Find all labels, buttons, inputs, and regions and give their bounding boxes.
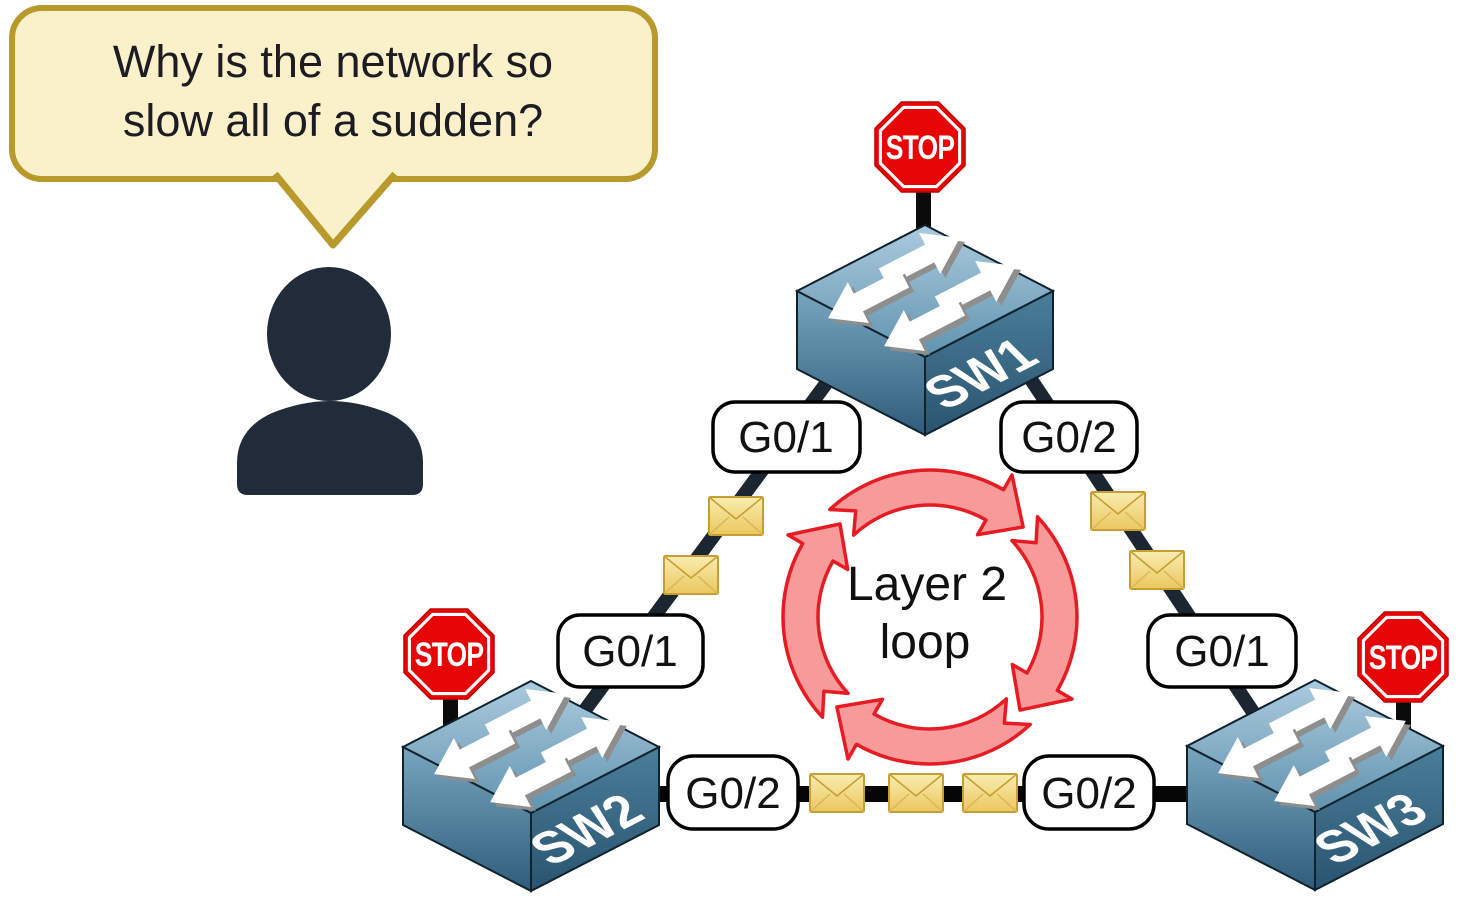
stop-pole-sw1: [916, 186, 931, 236]
loop-label-line2: loop: [880, 616, 971, 669]
port-label-sw2-g02: G0/2: [666, 754, 800, 831]
stop-sign-sw2: STOP: [402, 607, 496, 701]
port-label-text: G0/1: [1174, 627, 1269, 676]
envelope-frame-icon: [809, 773, 865, 813]
envelope-frame-icon: [708, 496, 764, 536]
switch-sw2: SW2: [403, 673, 659, 891]
stop-sign-text: STOP: [1369, 639, 1438, 677]
speech-bubble-tail: [272, 171, 398, 249]
stop-sign-text: STOP: [886, 129, 955, 167]
speech-bubble-text-line2: slow all of a sudden?: [123, 95, 543, 146]
speech-bubble: Why is the network so slow all of a sudd…: [9, 5, 658, 249]
loop-label-line1: Layer 2: [847, 558, 1007, 611]
layer2-loop: Layer 2 loop: [781, 468, 1079, 766]
network-switch-icon: [403, 673, 659, 891]
port-label-text: G0/1: [738, 413, 833, 462]
speech-bubble-body: [9, 5, 658, 182]
port-labels: G0/1 G0/2 G0/1 G0/2 G0/2 G0/1: [556, 400, 1298, 831]
stop-sign-text: STOP: [415, 636, 484, 674]
speech-bubble-text-line1: Why is the network so: [113, 36, 553, 87]
envelope-frame-icon: [888, 773, 944, 813]
port-label-sw2-g01: G0/1: [556, 613, 705, 689]
person-icon: [237, 267, 423, 495]
envelope-frame-icon: [663, 555, 719, 595]
envelope-frame-icon: [1129, 550, 1185, 590]
stop-sign-sw1: STOP: [873, 100, 967, 194]
loop-arrow-top: [828, 468, 1025, 537]
envelope-frame-icon: [1090, 491, 1146, 531]
stop-sign-sw3: STOP: [1356, 610, 1450, 704]
port-label-sw3-g01: G0/1: [1146, 613, 1298, 689]
port-label-text: G0/1: [582, 627, 677, 676]
port-label-text: G0/2: [1021, 413, 1116, 462]
loop-arrow-right: [1010, 515, 1079, 712]
port-label-sw3-g02: G0/2: [1022, 754, 1156, 831]
port-label-text: G0/2: [685, 769, 780, 818]
port-label-sw1-g02: G0/2: [999, 400, 1139, 474]
envelope-frame-icon: [962, 773, 1018, 813]
person-head: [267, 267, 391, 401]
port-label-text: G0/2: [1041, 769, 1136, 818]
person-body: [237, 401, 423, 495]
loop-arrow-left: [781, 522, 850, 719]
port-label-sw1-g01: G0/1: [711, 400, 862, 474]
loop-arrow-bottom: [835, 697, 1032, 766]
